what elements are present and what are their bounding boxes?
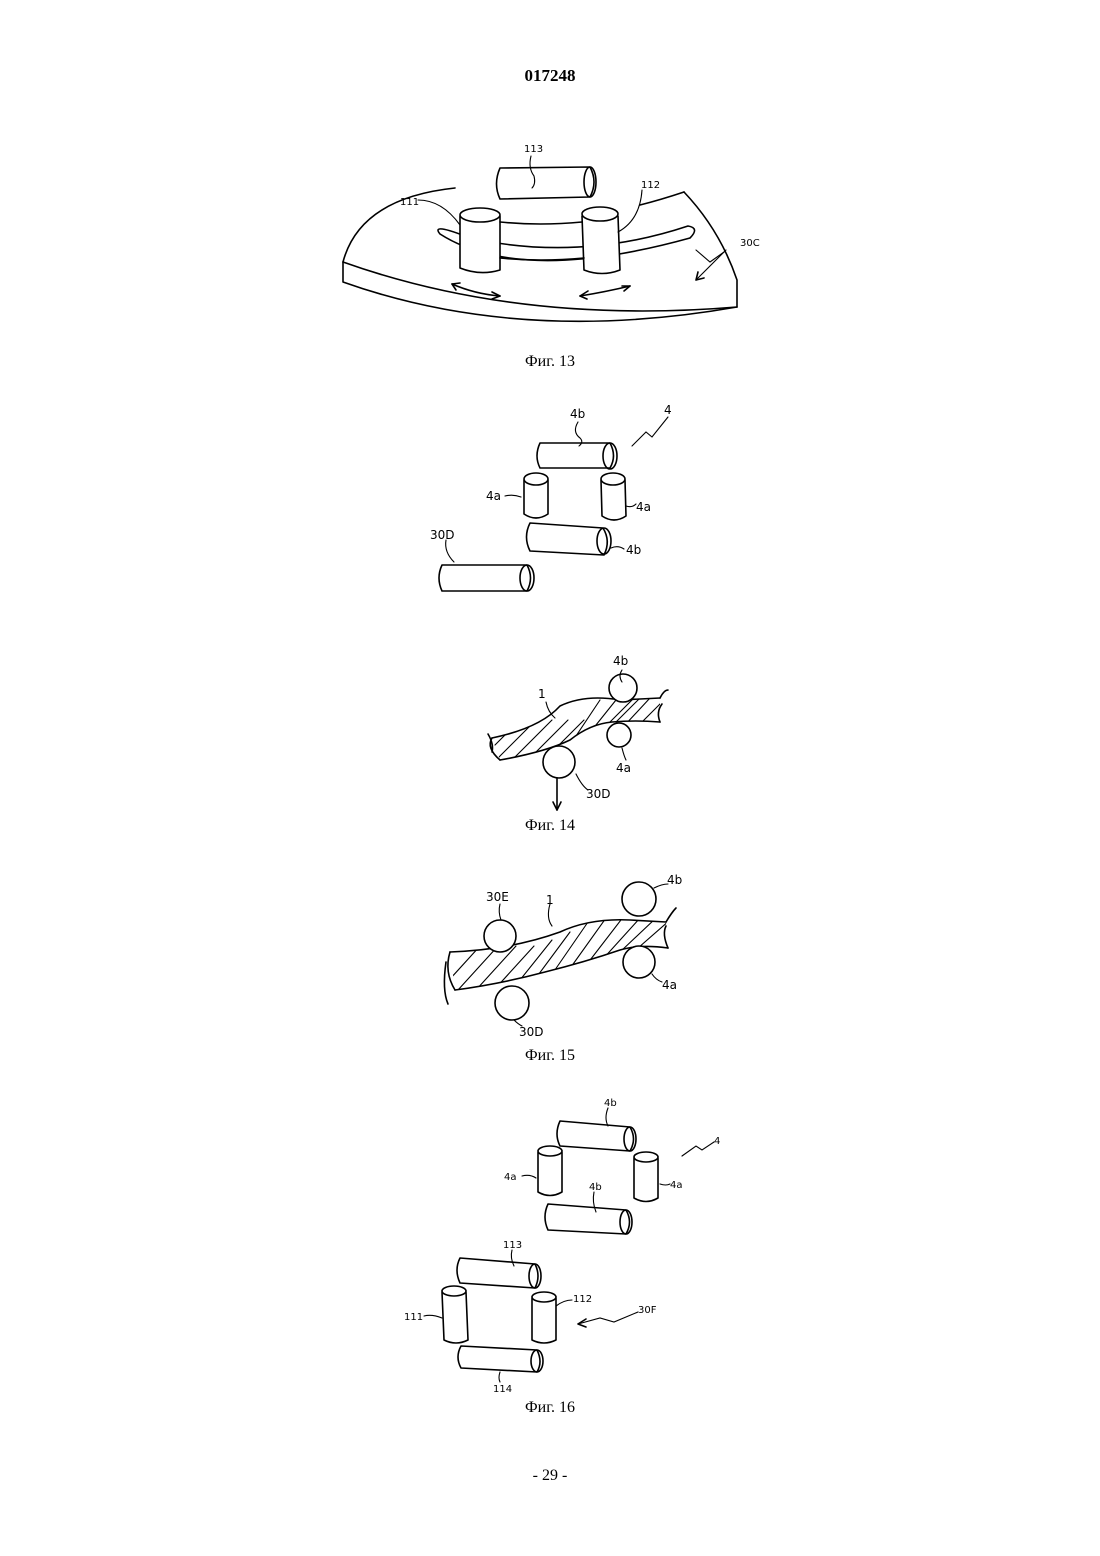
label-30d-section: 30D: [586, 787, 611, 801]
caption-fig-13: Фиг. 13: [0, 353, 1100, 371]
label-30c: 30C: [740, 238, 760, 249]
label-4b-top: 4b: [570, 407, 585, 421]
label-113: 113: [524, 144, 543, 155]
caption-fig-16: Фиг. 16: [0, 1399, 1100, 1417]
label-4a-left: 4a: [486, 489, 501, 503]
label-1: 1: [538, 687, 546, 701]
label-4a-left: 4a: [504, 1172, 517, 1183]
label-4b: 4b: [667, 873, 682, 887]
label-4a: 4a: [662, 978, 677, 992]
figure-14-section-drawing: 4b 1 4a 30D: [0, 645, 1100, 820]
label-30e: 30E: [486, 890, 509, 904]
figure-13-drawing: 113 112 111 30C: [0, 130, 1100, 360]
caption-fig-15: Фиг. 15: [0, 1047, 1100, 1065]
caption-fig-14: Фиг. 14: [0, 817, 1100, 835]
document-number: 017248: [0, 66, 1100, 86]
label-4b: 4b: [613, 654, 628, 668]
label-30f: 30F: [638, 1305, 657, 1316]
label-111: 111: [404, 1312, 423, 1323]
label-4b-bottom: 4b: [626, 543, 641, 557]
label-4a: 4a: [616, 761, 631, 775]
label-4: 4: [664, 403, 672, 417]
label-111: 111: [400, 197, 419, 208]
figure-14-rollers-drawing: 4b 4 4a 4a 30D 4b: [0, 400, 1100, 600]
label-4b-lower: 4b: [589, 1182, 602, 1193]
label-30d: 30D: [430, 528, 455, 542]
label-112: 112: [641, 180, 660, 191]
label-114: 114: [493, 1384, 512, 1395]
page-number: - 29 -: [0, 1467, 1100, 1485]
label-4a-right: 4a: [636, 500, 651, 514]
label-4b-upper: 4b: [604, 1098, 617, 1109]
label-4a-right: 4a: [670, 1180, 683, 1191]
label-113: 113: [503, 1240, 522, 1251]
label-112: 112: [573, 1294, 592, 1305]
label-4: 4: [714, 1136, 720, 1147]
figure-15-drawing: 4b 30E 1 4a 30D: [0, 868, 1100, 1046]
label-1: 1: [546, 893, 554, 907]
figure-16-drawing: 4b 4 4a 4a 4b 113 111 112 30F 114: [0, 1090, 1100, 1400]
label-30d: 30D: [519, 1025, 544, 1039]
